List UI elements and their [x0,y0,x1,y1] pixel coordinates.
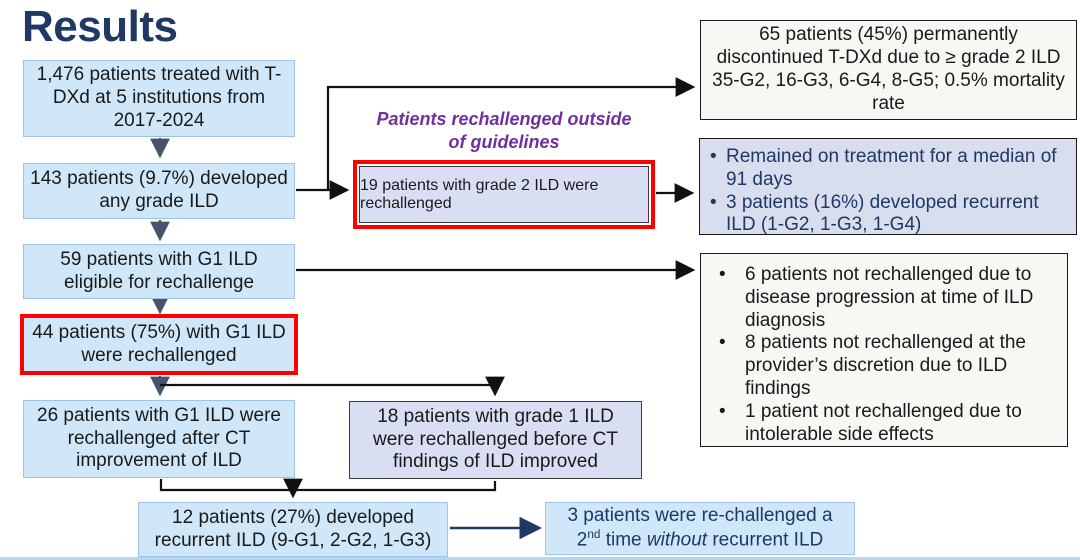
box-recurrent-12-text: 12 patients (27%) developed recurrent IL… [154,506,432,551]
second-rechallenge-ordinal: nd [587,527,601,541]
box-rechallenged-44-text: 44 patients (75%) with G1 ILD were recha… [32,321,286,366]
box-eligible-rechallenge-text: 59 patients with G1 ILD eligible for rec… [60,248,258,293]
not-rechallenged-bullet: 1 patient not rechallenged due to intole… [715,401,1059,447]
line-26-18-merge [159,479,497,492]
box-second-rechallenge-text: 3 patients were re-challenged a 2nd time… [567,505,832,552]
box-discontinued: 65 patients (45%) permanently discontinu… [700,20,1077,120]
box-treated-patients: 1,476 patients treated with T-DXd at 5 i… [23,60,295,137]
outside-guidelines-line2: of guidelines [448,131,560,152]
second-rechallenge-line1: 3 patients were re-challenged a [567,505,833,527]
remained-bullet: Remained on treatment for a median of 91… [708,146,1070,192]
second-rechallenge-italic: without [646,529,708,551]
line-44-branch-to-18 [160,376,505,397]
box-discontinued-text: 65 patients (45%) permanently discontinu… [712,24,1065,114]
box-treated-patients-text: 1,476 patients treated with T-DXd at 5 i… [36,64,282,131]
box-developed-ild-text: 143 patients (9.7%) developed any grade … [30,168,288,212]
remained-bullet-list: Remained on treatment for a median of 91… [708,146,1070,237]
not-rechallenged-bullet: 6 patients not rechallenged due to disea… [715,264,1059,332]
box-rechallenged-before-ct: 18 patients with grade 1 ILD were rechal… [349,401,642,479]
line-developed-branch-up [326,77,696,190]
outside-guidelines-line1: Patients rechallenged outside [376,109,632,129]
slide-bottom-accent-line [0,557,1080,560]
box-rechallenged-44: 44 patients (75%) with G1 ILD were recha… [20,314,298,375]
box-grade2-rechallenged: 19 patients with grade 2 ILD were rechal… [359,166,649,223]
box-recurrent-12: 12 patients (27%) developed recurrent IL… [138,502,448,557]
box-rechallenged-after-ct: 26 patients with G1 ILD were rechallenge… [23,400,295,478]
remained-bullet: 3 patients (16%) developed recurrent ILD… [708,192,1070,238]
box-remained-on-treatment: Remained on treatment for a median of 91… [699,138,1077,235]
box-rechallenged-after-ct-text: 26 patients with G1 ILD were rechallenge… [37,404,281,472]
second-rechallenge-tail: recurrent ILD [712,529,824,551]
box-eligible-rechallenge: 59 patients with G1 ILD eligible for rec… [23,244,295,299]
box-grade2-rechallenged-highlight: 19 patients with grade 2 ILD were rechal… [353,160,655,229]
not-rechallenged-bullet: 8 patients not rechallenged at the provi… [715,332,1059,400]
outside-guidelines-heading: Patients rechallenged outside of guideli… [343,108,665,153]
box-grade2-rechallenged-text: 19 patients with grade 2 ILD were rechal… [360,176,599,212]
box-rechallenged-before-ct-text: 18 patients with grade 1 ILD were rechal… [372,405,619,473]
second-rechallenge-num: 2 [576,529,588,551]
box-developed-ild: 143 patients (9.7%) developed any grade … [23,163,295,219]
box-second-rechallenge: 3 patients were re-challenged a 2nd time… [545,502,855,555]
second-rechallenge-mid: time [605,529,642,551]
page-title: Results [22,2,178,51]
not-rechallenged-bullet-list: 6 patients not rechallenged due to disea… [715,264,1059,446]
box-not-rechallenged-reasons: 6 patients not rechallenged due to disea… [700,253,1068,447]
